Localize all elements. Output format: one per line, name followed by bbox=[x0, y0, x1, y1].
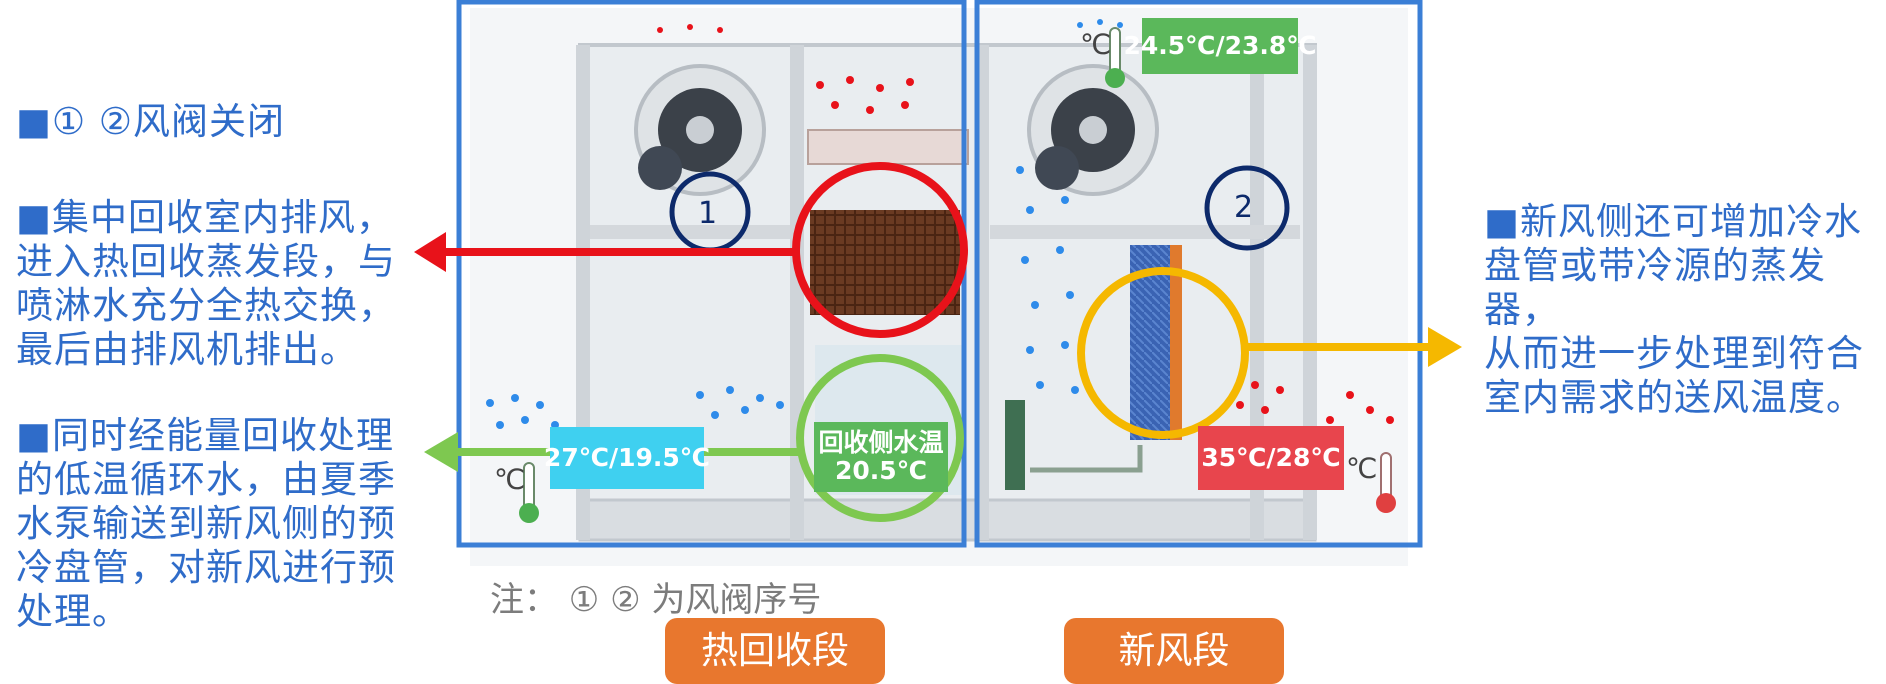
fan-shelf-right bbox=[990, 225, 1300, 239]
celsius-symbol: ℃ bbox=[494, 463, 525, 496]
outdoor-temperature-badge: 35℃/28℃ bbox=[1198, 426, 1344, 490]
indoor-temperature-value: 24.5℃/23.8℃ bbox=[1123, 32, 1316, 60]
water-temperature-value: 20.5℃ bbox=[835, 457, 927, 485]
cabinet-base bbox=[580, 500, 1315, 540]
damper-2-label: 2 bbox=[1234, 190, 1253, 225]
fan-motor bbox=[1035, 146, 1079, 190]
heat-recovery-section-button[interactable]: 热回收段 bbox=[665, 618, 885, 684]
exhaust-arrow-head bbox=[414, 232, 446, 272]
fan-motor bbox=[638, 146, 682, 190]
water-temperature-badge: 回收侧水温 20.5℃ bbox=[814, 422, 948, 492]
fan-hub bbox=[1079, 116, 1107, 144]
celsius-symbol: ℃ bbox=[1080, 28, 1111, 61]
exhaust-temperature-badge: 27℃/19.5℃ bbox=[550, 427, 704, 489]
water-arrow-head bbox=[424, 432, 458, 472]
exhaust-temperature-value: 27℃/19.5℃ bbox=[544, 444, 710, 472]
celsius-symbol: ℃ bbox=[1346, 452, 1377, 485]
fresh-air-section-button[interactable]: 新风段 bbox=[1064, 618, 1284, 684]
water-pump bbox=[1005, 400, 1025, 490]
indoor-temperature-badge: 24.5℃/23.8℃ bbox=[1142, 18, 1298, 74]
top-filter bbox=[808, 130, 968, 164]
fan-hub bbox=[686, 116, 714, 144]
outdoor-temperature-value: 35℃/28℃ bbox=[1201, 444, 1340, 472]
water-temperature-label: 回收侧水温 bbox=[818, 429, 943, 457]
evaporative-media bbox=[810, 210, 960, 315]
coil-arrow-head bbox=[1428, 327, 1462, 367]
fan-shelf-left bbox=[590, 225, 790, 239]
damper-1-label: 1 bbox=[698, 196, 717, 231]
damper-number-note: 注： ① ② 为风阀序号 bbox=[490, 572, 821, 621]
